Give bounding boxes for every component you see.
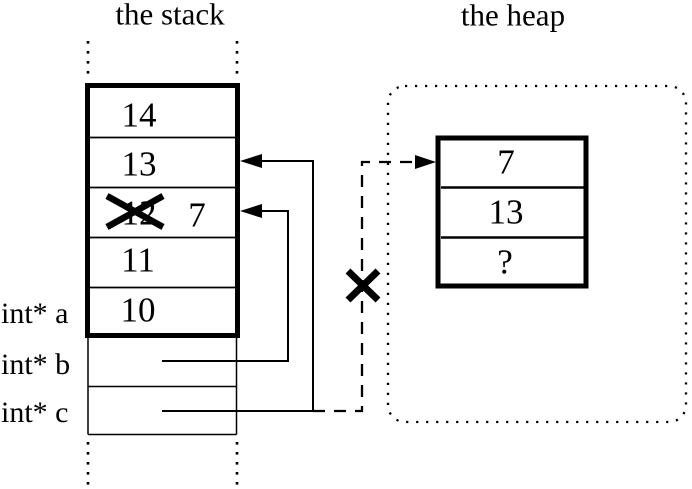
stack-cell-value-13: 13 bbox=[121, 144, 157, 184]
stack-guide-dotted-lines bbox=[86, 41, 239, 487]
stack-cell-value-14: 14 bbox=[121, 95, 157, 135]
invalid-pointer-cross-icon bbox=[345, 268, 381, 303]
stack-cell-old-value-12: 12 bbox=[121, 193, 157, 233]
stack-cell-value-11: 11 bbox=[121, 240, 155, 280]
stack-cell-dividers bbox=[90, 136, 235, 289]
pointer-var-label-c: int* c bbox=[1, 396, 69, 429]
stack-cell-value-10: 10 bbox=[120, 290, 156, 330]
heap-region-dotted-border bbox=[386, 84, 688, 424]
stack-frame-box bbox=[85, 83, 240, 338]
heap-cell-value-7: 7 bbox=[497, 142, 515, 182]
stack-pointer-var-rows bbox=[87, 338, 238, 436]
stack-cell-new-value-7: 7 bbox=[188, 195, 206, 235]
pointer-var-label-b: int* b bbox=[1, 348, 71, 381]
crossed-out-value-icon bbox=[105, 193, 165, 230]
pointer-b-line bbox=[162, 210, 289, 362]
arrowhead-icon-pointer-c bbox=[240, 154, 262, 168]
pointer-c-line bbox=[162, 160, 314, 412]
heap-cell-value-unknown: ? bbox=[497, 242, 513, 282]
arrowhead-icon-dashed-pointer bbox=[415, 155, 436, 169]
heap-title: the heap bbox=[460, 0, 566, 33]
heap-block-box bbox=[435, 135, 589, 289]
heap-cell-value-13: 13 bbox=[488, 192, 524, 232]
heap-cell-dividers bbox=[441, 186, 584, 239]
arrowhead-icon-pointer-b bbox=[240, 204, 262, 218]
pointer-var-label-a: int* a bbox=[1, 297, 69, 330]
stack-title: the stack bbox=[115, 0, 225, 32]
